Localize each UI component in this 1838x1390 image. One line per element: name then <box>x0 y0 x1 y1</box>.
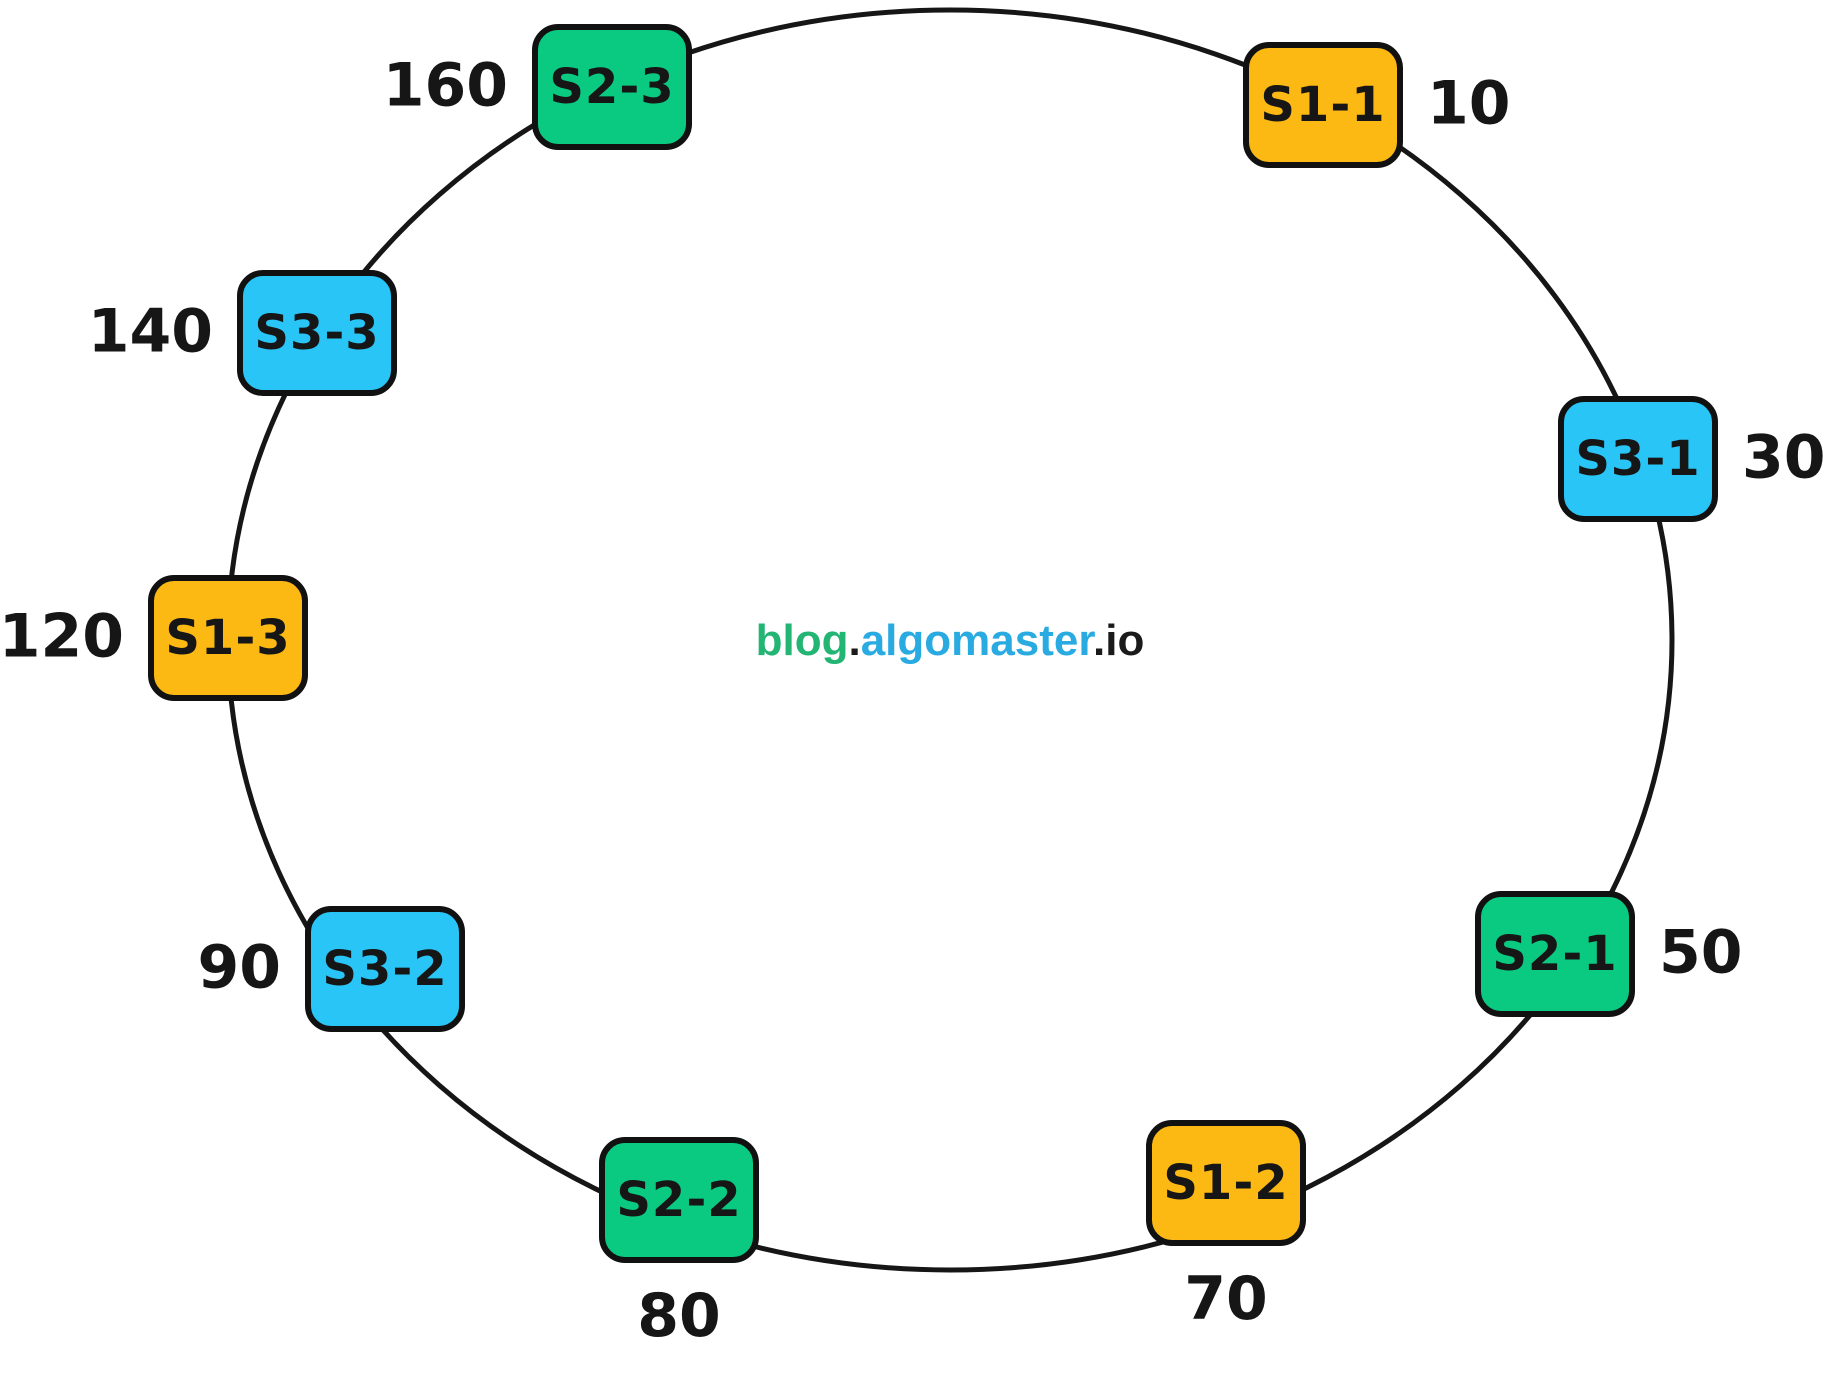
ring-node-s2-1: S2-1 <box>1475 891 1635 1017</box>
hash-value-label: 70 <box>1184 1264 1268 1334</box>
hash-value-label: 30 <box>1742 422 1826 493</box>
hash-value-label: 10 <box>1427 68 1511 139</box>
ring-node-s1-2: S1-2 <box>1146 1120 1306 1246</box>
node-label: S3-3 <box>254 305 380 361</box>
hash-value-label: 50 <box>1659 917 1743 988</box>
hash-value-label: 120 <box>0 601 124 672</box>
node-label: S3-2 <box>322 941 448 997</box>
watermark-segment: . <box>848 616 861 665</box>
node-label: S2-3 <box>549 59 675 115</box>
ring-node-s1-1: S1-1 <box>1243 42 1403 168</box>
node-label: S2-2 <box>616 1172 742 1228</box>
ring-node-s2-2: S2-2 <box>599 1137 759 1263</box>
hash-value-label: 80 <box>637 1281 721 1351</box>
center-watermark: blog.algomaster.io <box>756 616 1145 666</box>
node-label: S2-1 <box>1492 926 1618 982</box>
hash-value-label: 160 <box>382 50 508 121</box>
hash-value-label: 90 <box>197 932 282 1003</box>
node-label: S3-1 <box>1575 431 1701 487</box>
node-label: S1-2 <box>1163 1155 1289 1211</box>
ring-node-s1-3: S1-3 <box>148 575 308 701</box>
node-label: S1-1 <box>1260 77 1386 133</box>
ring-node-s3-3: S3-3 <box>237 270 397 396</box>
hash-value-label: 140 <box>87 296 213 367</box>
ring-node-s3-2: S3-2 <box>305 906 465 1032</box>
node-label: S1-3 <box>165 610 291 666</box>
watermark-segment: blog <box>755 616 849 665</box>
watermark-segment: .io <box>1093 616 1145 665</box>
ring-node-s2-3: S2-3 <box>532 24 692 150</box>
watermark-segment: algomaster <box>860 616 1094 665</box>
ring-node-s3-1: S3-1 <box>1558 396 1718 522</box>
